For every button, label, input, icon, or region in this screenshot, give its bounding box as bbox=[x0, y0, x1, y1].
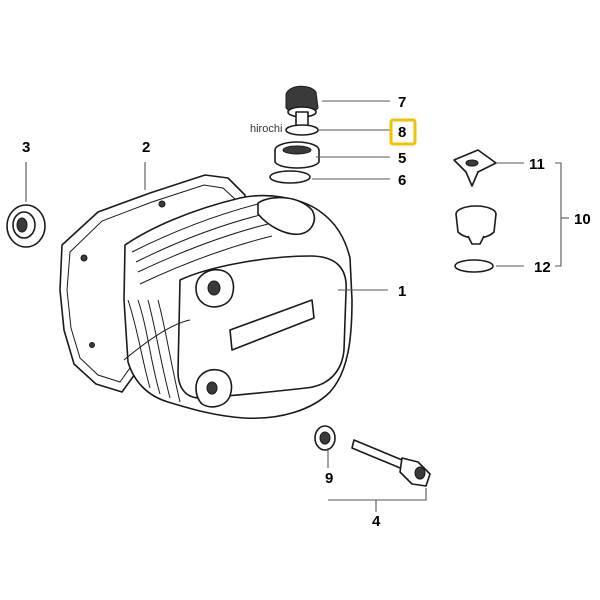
callout-6: 6 bbox=[312, 172, 406, 189]
callout-10: 10 bbox=[561, 211, 591, 228]
part-number-label: 7 bbox=[398, 94, 406, 111]
part-number-label: 10 bbox=[574, 211, 591, 228]
callout-12: 12 bbox=[496, 259, 551, 276]
bolt-assembly bbox=[351, 439, 431, 487]
callout-2: 2 bbox=[142, 139, 150, 190]
part-number-label: 11 bbox=[529, 156, 545, 173]
group-bracket-10 bbox=[555, 162, 562, 267]
part-number-label: 9 bbox=[325, 470, 333, 487]
callout-7: 7 bbox=[322, 94, 406, 111]
breather-valve bbox=[455, 205, 497, 245]
callout-5: 5 bbox=[316, 150, 406, 167]
part-number-label: 6 bbox=[398, 172, 406, 189]
rubber-grommet bbox=[314, 425, 336, 451]
callout-11: 11 bbox=[496, 156, 545, 173]
filler-cap bbox=[285, 85, 319, 127]
part-number-label: 12 bbox=[534, 259, 551, 276]
cylinder-head-cover bbox=[123, 194, 353, 420]
part-number-label: 8 bbox=[398, 124, 406, 141]
part-number-label: 2 bbox=[142, 139, 150, 156]
oil-filler-neck bbox=[274, 141, 320, 169]
part-number-label: 4 bbox=[372, 513, 381, 530]
breather-cap bbox=[453, 149, 497, 187]
breather-o-ring bbox=[454, 259, 494, 273]
filler-o-ring bbox=[269, 170, 311, 184]
part-number-label: 1 bbox=[398, 283, 406, 300]
callout-8: 8 bbox=[318, 118, 417, 146]
group-bracket-4 bbox=[328, 488, 427, 501]
part-number-label: 5 bbox=[398, 150, 406, 167]
callout-1: 1 bbox=[338, 283, 406, 300]
cap-o-ring bbox=[285, 124, 319, 136]
highlight-box bbox=[389, 118, 417, 146]
part-number-label: 3 bbox=[22, 139, 30, 156]
watermark-text: hirochi bbox=[250, 123, 282, 135]
seal-washer bbox=[6, 204, 46, 248]
callout-3: 3 bbox=[22, 139, 30, 202]
callout-9: 9 bbox=[325, 448, 333, 487]
callout-4: 4 bbox=[372, 500, 381, 530]
